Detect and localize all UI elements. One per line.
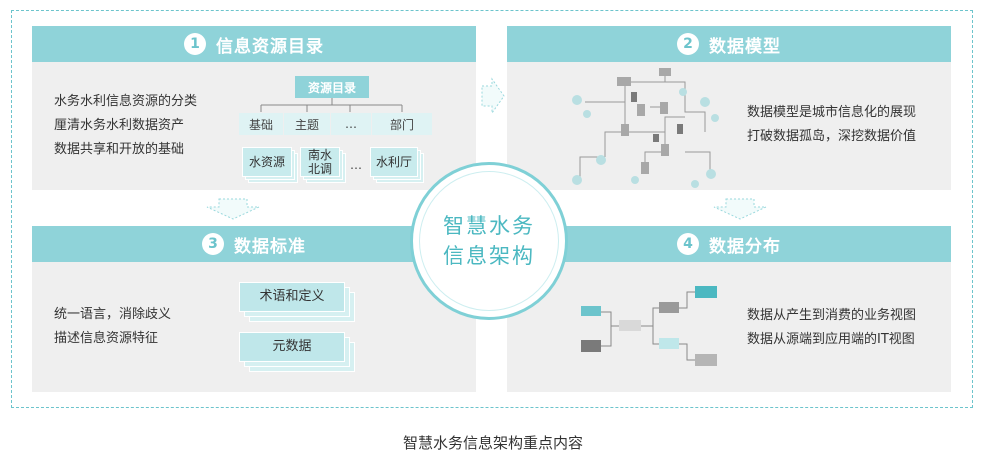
panel-resource-catalog: 1 信息资源目录 水务水利信息资源的分类 厘清水务水利数据资产 数据共享和开放的… — [32, 26, 476, 190]
arrow-down-icon — [713, 198, 767, 220]
resource-ellipsis: … — [350, 158, 362, 172]
center-title-line: 智慧水务 — [443, 214, 535, 238]
diagram-frame — [11, 10, 973, 408]
panel-description: 数据从产生到消费的业务视图 数据从源端到应用端的IT视图 — [747, 304, 916, 352]
panel-description: 统一语言，消除歧义 描述信息资源特征 — [54, 303, 171, 351]
catalog-tree-lines — [260, 97, 403, 112]
description-line: 数据从源端到应用端的IT视图 — [747, 332, 915, 347]
standard-label: 术语和定义 — [239, 282, 345, 312]
panel-title: 数据标准 — [234, 236, 306, 257]
center-title: 智慧水务 信息架构 — [419, 171, 559, 311]
panel-data-standard: 3 数据标准 统一语言，消除歧义 描述信息资源特征 术语和定义 元数据 — [32, 226, 476, 392]
panel-number-badge: 1 — [184, 33, 206, 55]
catalog-category-node: 部门 — [372, 113, 432, 135]
arrow-down-icon — [206, 198, 260, 220]
panel-header: 3 数据标准 — [32, 226, 476, 262]
panel-title: 数据模型 — [709, 36, 781, 57]
resource-label: 南水 北调 — [300, 147, 340, 177]
panel-description: 数据模型是城市信息化的展现 打破数据孤岛，深挖数据价值 — [747, 101, 916, 149]
description-line: 打破数据孤岛，深挖数据价值 — [747, 129, 917, 144]
description-line: 数据模型是城市信息化的展现 — [747, 105, 917, 120]
data-model-network-icon — [572, 68, 719, 188]
center-title-line: 信息架构 — [443, 244, 535, 268]
description-line: 数据共享和开放的基础 — [54, 142, 185, 157]
description-line: 统一语言，消除歧义 — [54, 307, 172, 322]
catalog-category-node: … — [331, 113, 371, 135]
panel-number-badge: 2 — [677, 33, 699, 55]
data-distribution-tree-icon — [581, 286, 717, 366]
panel-title: 信息资源目录 — [216, 36, 324, 57]
panel-title: 数据分布 — [709, 236, 781, 257]
figure-caption: 智慧水务信息架构重点内容 — [402, 434, 583, 452]
panel-number-badge: 3 — [202, 233, 224, 255]
catalog-category-node: 主题 — [284, 113, 330, 135]
panel-header: 1 信息资源目录 — [32, 26, 476, 62]
arrow-right-icon — [481, 77, 505, 115]
standard-stack: 术语和定义 — [239, 282, 355, 322]
description-line: 数据从产生到消费的业务视图 — [747, 308, 917, 323]
panel-description: 水务水利信息资源的分类 厘清水务水利数据资产 数据共享和开放的基础 — [54, 90, 197, 162]
resource-label: 水利厅 — [370, 147, 418, 177]
description-line: 厘清水务水利数据资产 — [54, 118, 185, 133]
standard-label: 元数据 — [239, 332, 345, 362]
resource-label: 水资源 — [242, 147, 292, 177]
panel-data-distribution: 4 数据分布 数据从产生到消费的业务视图 数据从源端到应用端的IT视图 — [507, 226, 951, 392]
resource-stack: 南水 北调 — [300, 147, 346, 183]
standard-stack: 元数据 — [239, 332, 355, 372]
center-circle: 智慧水务 信息架构 — [410, 162, 568, 320]
catalog-category-node: 基础 — [239, 113, 283, 135]
panel-data-model: 2 数据模型 — [507, 26, 951, 190]
resource-stack: 水资源 — [242, 147, 298, 183]
panel-header: 4 数据分布 — [507, 226, 951, 262]
catalog-root-node: 资源目录 — [295, 76, 369, 98]
description-line: 描述信息资源特征 — [54, 331, 159, 346]
description-line: 水务水利信息资源的分类 — [54, 94, 198, 109]
panel-header: 2 数据模型 — [507, 26, 951, 62]
panel-number-badge: 4 — [677, 233, 699, 255]
resource-stack: 水利厅 — [370, 147, 424, 183]
